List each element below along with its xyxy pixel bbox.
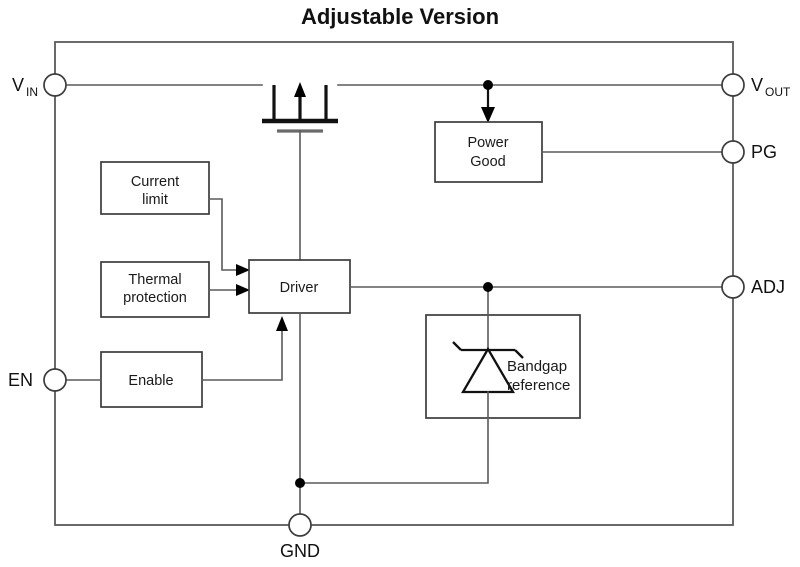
wire-bandgap-anode-to-gnd	[299, 391, 489, 484]
junction-gnd-node	[295, 478, 305, 488]
block-enable-label: Enable	[128, 373, 173, 389]
pin-pg[interactable]	[721, 140, 745, 164]
block-current-limit[interactable]	[100, 161, 210, 215]
block-enable[interactable]	[100, 351, 203, 408]
block-bandgap-reference[interactable]	[425, 314, 581, 419]
pin-vin-subscript: IN	[26, 85, 38, 99]
driver-input-arrow-current-limit	[236, 264, 250, 276]
power-good-input-arrow	[481, 107, 495, 123]
pin-vout-label: V	[751, 75, 763, 95]
block-driver-label: Driver	[280, 280, 319, 296]
pin-vin-label: V	[12, 75, 24, 95]
bandgap-zener-hook-left	[452, 341, 462, 351]
page-title: Adjustable Version	[301, 4, 499, 29]
block-power-good-label-2: Good	[470, 154, 505, 170]
pin-adj-label: ADJ	[751, 277, 785, 297]
block-current-limit-label-2: limit	[142, 192, 168, 208]
block-thermal-protection[interactable]	[100, 261, 210, 318]
pin-gnd[interactable]	[288, 513, 312, 537]
pin-adj[interactable]	[721, 275, 745, 299]
block-power-good[interactable]	[434, 121, 543, 183]
driver-input-arrow-enable	[276, 316, 288, 331]
pin-vin[interactable]	[43, 73, 67, 97]
pin-vout[interactable]	[721, 73, 745, 97]
junction-vout-sense	[483, 80, 493, 90]
pin-gnd-label: GND	[280, 541, 320, 561]
bandgap-label-1: Bandgap	[507, 358, 567, 375]
block-power-good-label-1: Power	[467, 135, 508, 151]
bandgap-zener-hook-right	[514, 349, 524, 359]
pin-en[interactable]	[43, 368, 67, 392]
driver-input-arrow-thermal	[236, 284, 250, 296]
junction-adj-node	[483, 282, 493, 292]
block-thermal-protection-label-2: protection	[123, 290, 187, 306]
block-thermal-protection-label-1: Thermal	[128, 272, 181, 288]
pin-pg-label: PG	[751, 142, 777, 162]
bandgap-label-2: reference	[507, 377, 570, 394]
wire-enable-to-driver	[201, 329, 283, 381]
pin-vout-subscript: OUT	[765, 85, 791, 99]
mosfet-body-arrow-head	[294, 82, 306, 97]
block-current-limit-label-1: Current	[131, 174, 179, 190]
pin-en-label: EN	[8, 370, 33, 390]
wire-current-limit-to-driver	[208, 198, 239, 271]
